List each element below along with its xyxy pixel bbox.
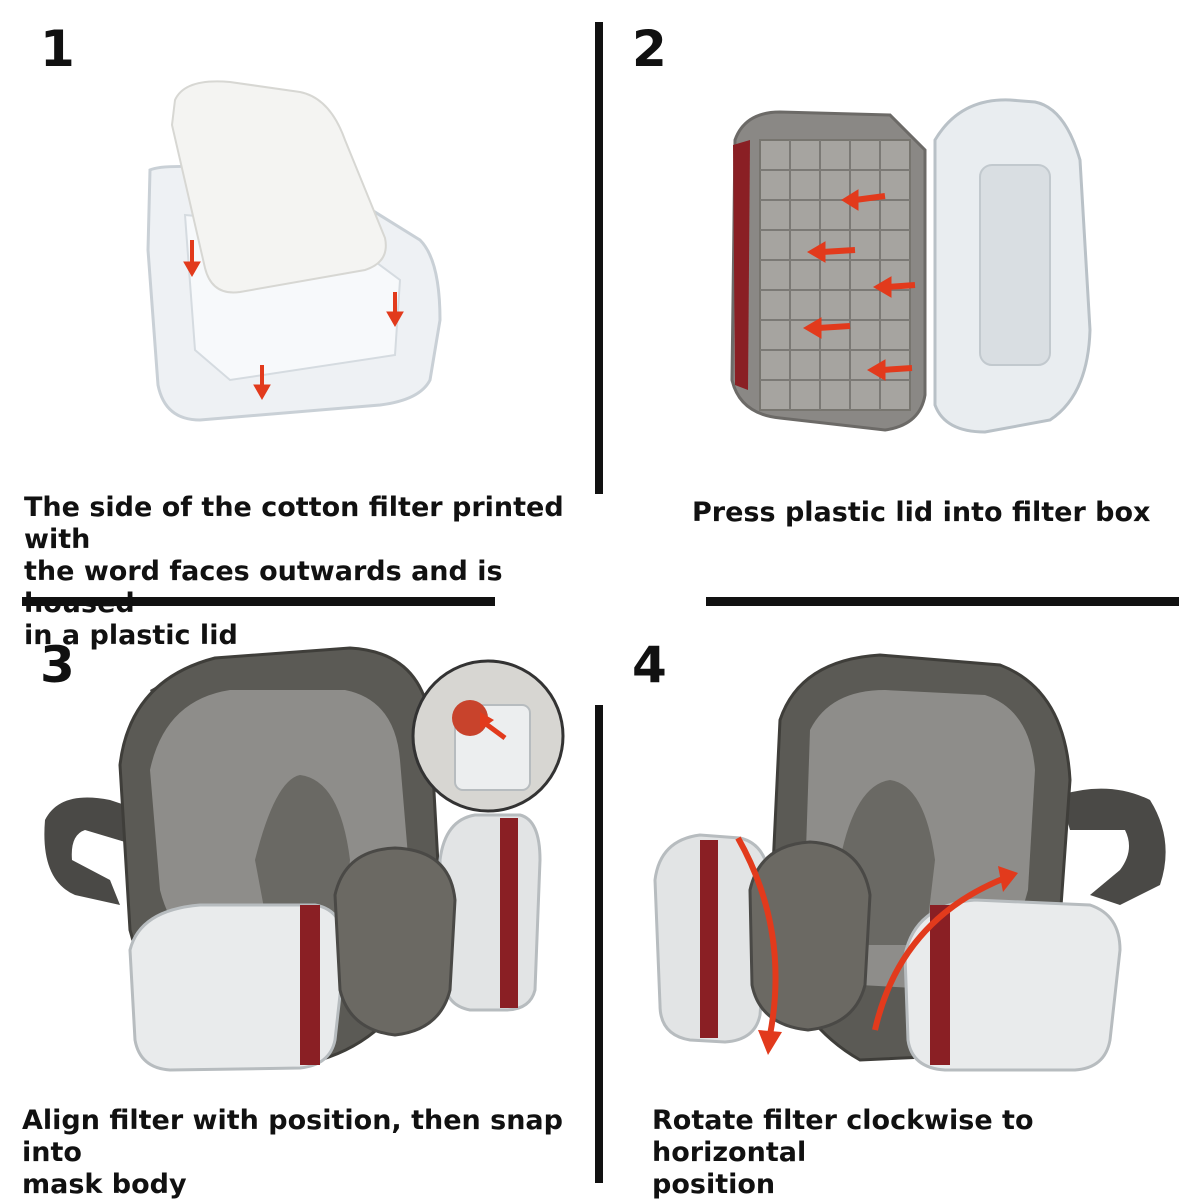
step-4-caption: Rotate filter clockwise to horizontal po… [652,1105,1034,1200]
mask-frame-4 [768,653,1072,1062]
step-2-number: 2 [632,20,667,78]
exhalation-valve-4 [748,840,872,1032]
filter-cartridge-right-4 [903,898,1122,1072]
mask-frame [118,646,442,1062]
cotton-filter-pad [170,80,387,294]
step-4-number: 4 [632,636,667,694]
filter-cartridge-right [438,813,542,1012]
arrow-heads [758,866,1018,1055]
horizontal-divider-right [706,597,1179,606]
vertical-divider-top [595,22,603,494]
step-3-number: 3 [40,636,75,694]
plastic-lid [146,164,442,422]
filter-cartridge-left [128,903,347,1072]
head-strap-right [960,674,1166,905]
head-strap [44,667,260,905]
vertical-divider-bottom [595,705,603,1183]
detail-inset [411,659,565,813]
left-arrows [803,189,916,381]
step-3-caption: Align filter with position, then snap in… [22,1105,563,1200]
plastic-lid-2 [933,98,1092,434]
filter-cartridge-left-4 [653,833,772,1044]
clockwise-arrows [735,836,1007,1036]
exhalation-valve [333,846,457,1037]
down-arrows [183,240,404,401]
step-2-caption: Press plastic lid into filter box [692,497,1151,528]
filter-box [730,110,927,432]
horizontal-divider-left [22,597,495,606]
step-1-number: 1 [40,20,75,78]
step-1-caption: The side of the cotton filter printed wi… [24,492,564,651]
